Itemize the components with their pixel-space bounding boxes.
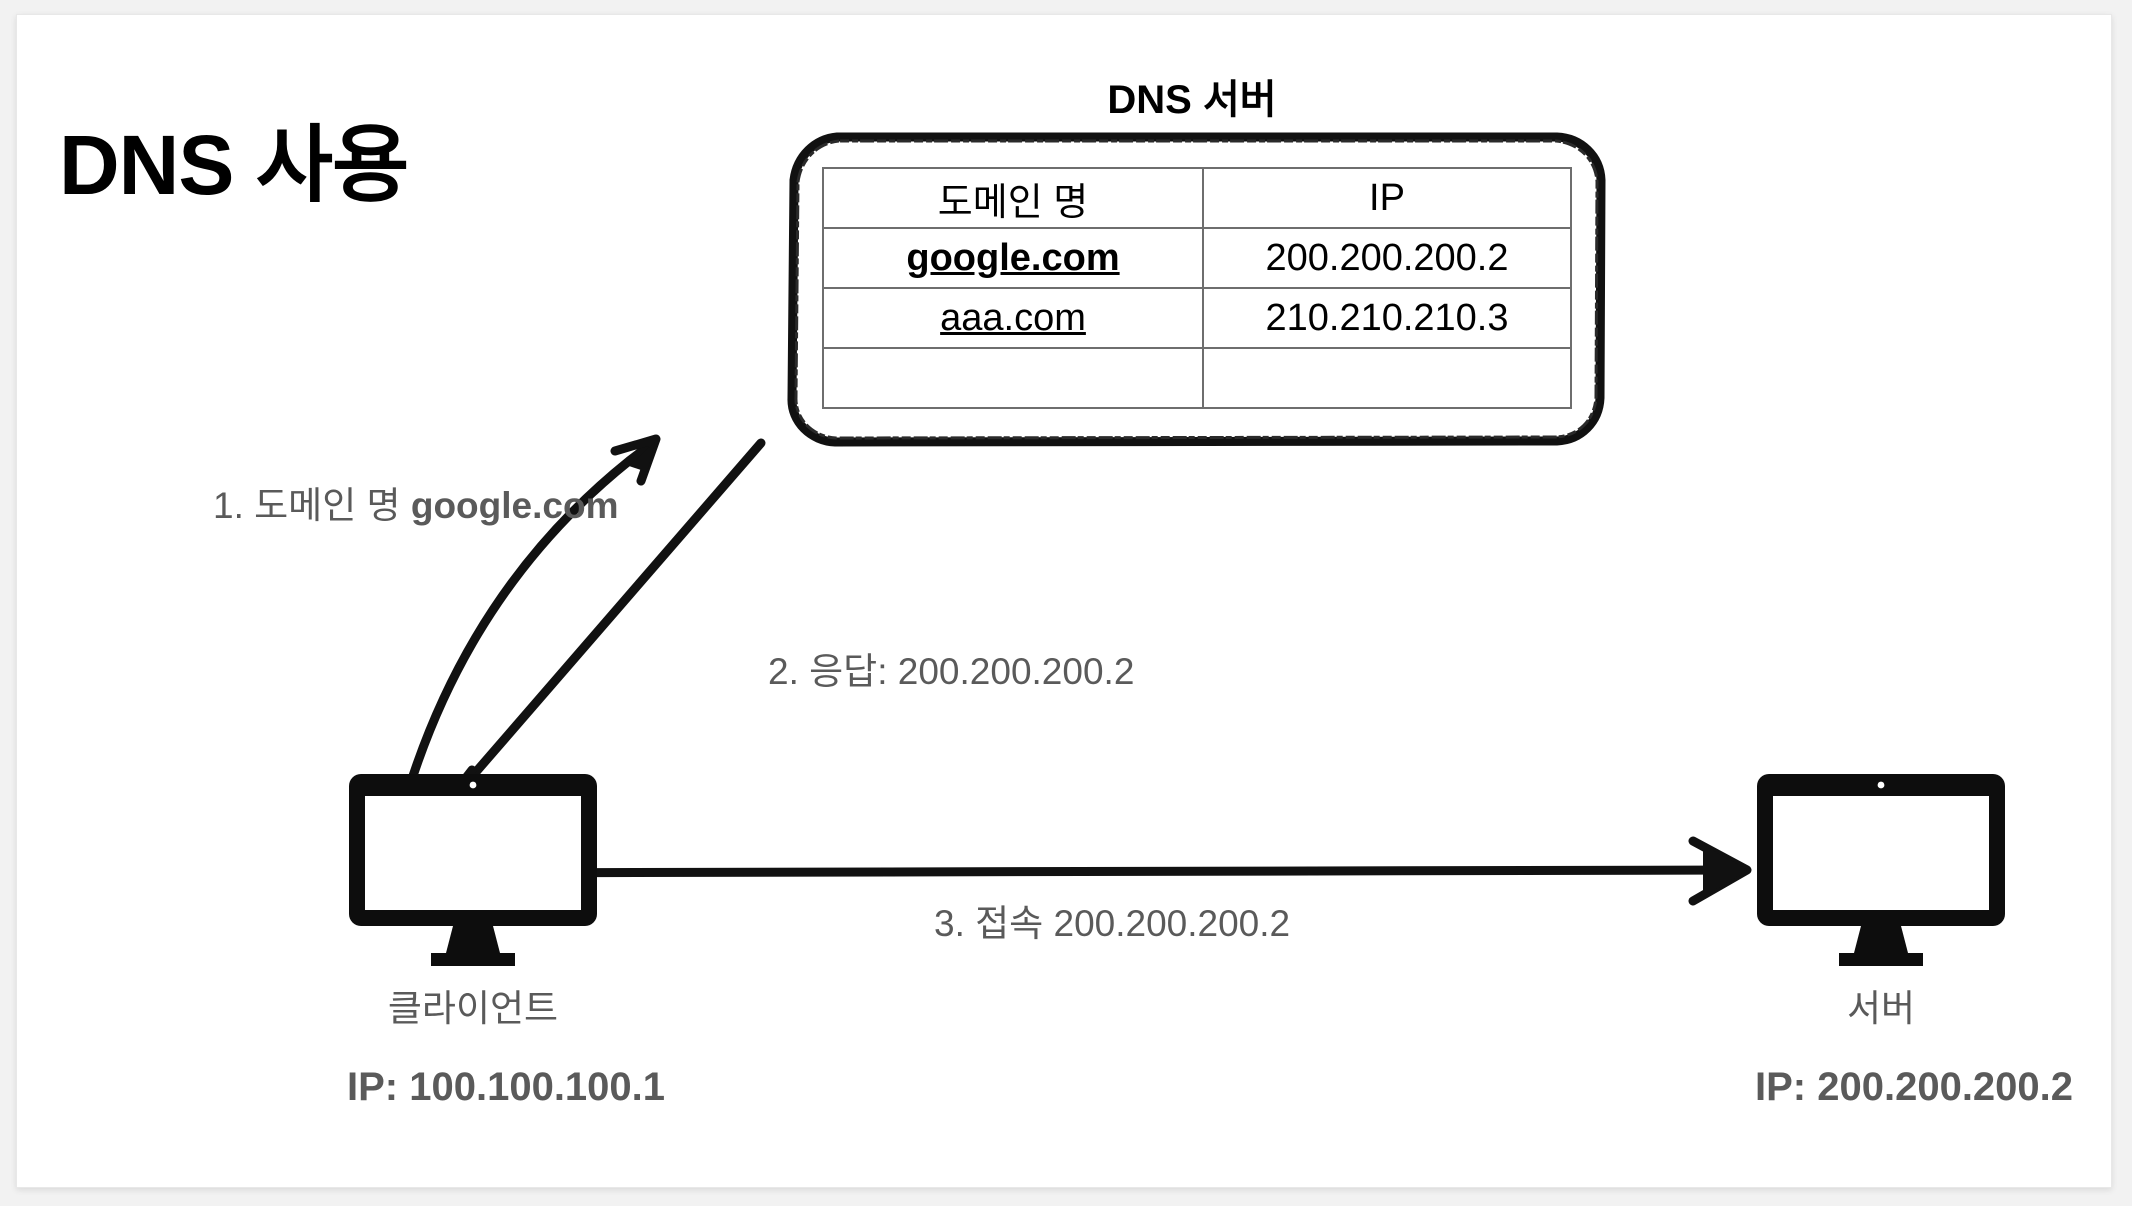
table-row: google.com 200.200.200.2 [822, 227, 1572, 289]
cell-domain: google.com [822, 227, 1204, 289]
cell-ip: 210.210.210.3 [1202, 287, 1572, 349]
arrow-client-to-server [422, 836, 1752, 906]
desktop-computer-icon [349, 774, 597, 966]
cell-ip: 200.200.200.2 [1202, 227, 1572, 289]
dns-server-title: DNS 서버 [1107, 78, 1277, 122]
server-ip-label: IP: 200.200.200.2 [1755, 1065, 2074, 1109]
domain-value: aaa.com [940, 296, 1086, 339]
client-label: 클라이언트 [387, 988, 559, 1029]
dns-record-table: 도메인 명 IP google.com 200.200.200.2 aaa.co… [822, 167, 1572, 409]
page-title: DNS 사용 [59, 118, 409, 212]
domain-value: google.com [906, 236, 1120, 279]
step-label-1: 1. 도메인 명 google.com [213, 487, 618, 524]
column-header-ip: IP [1202, 167, 1572, 229]
column-header-domain: 도메인 명 [822, 167, 1204, 229]
cell-domain: aaa.com [822, 287, 1204, 349]
step-1-prefix: 1. 도메인 명 [213, 485, 411, 526]
cell-ip-empty [1202, 347, 1572, 409]
slide-card: DNS 사용 DNS 서버 도메인 명 IP google.com 200.20… [16, 14, 2112, 1188]
server-label: 서버 [1846, 988, 1916, 1029]
client-ip-label: IP: 100.100.100.1 [347, 1065, 666, 1109]
step-1-emphasis: google.com [410, 485, 619, 526]
table-row-empty [822, 347, 1572, 409]
table-header-row: 도메인 명 IP [822, 167, 1572, 229]
table-row: aaa.com 210.210.210.3 [822, 287, 1572, 349]
step-label-3: 3. 접속 200.200.200.2 [934, 903, 1291, 944]
client-node: 클라이언트 IP: 100.100.100.1 [347, 772, 665, 1107]
desktop-computer-icon [1757, 774, 2005, 966]
cell-domain-empty [822, 347, 1204, 409]
server-node: 서버 IP: 200.200.200.2 [1755, 772, 2073, 1107]
dns-server-boundary [785, 130, 1607, 448]
step-label-2: 2. 응답: 200.200.200.2 [768, 651, 1135, 692]
